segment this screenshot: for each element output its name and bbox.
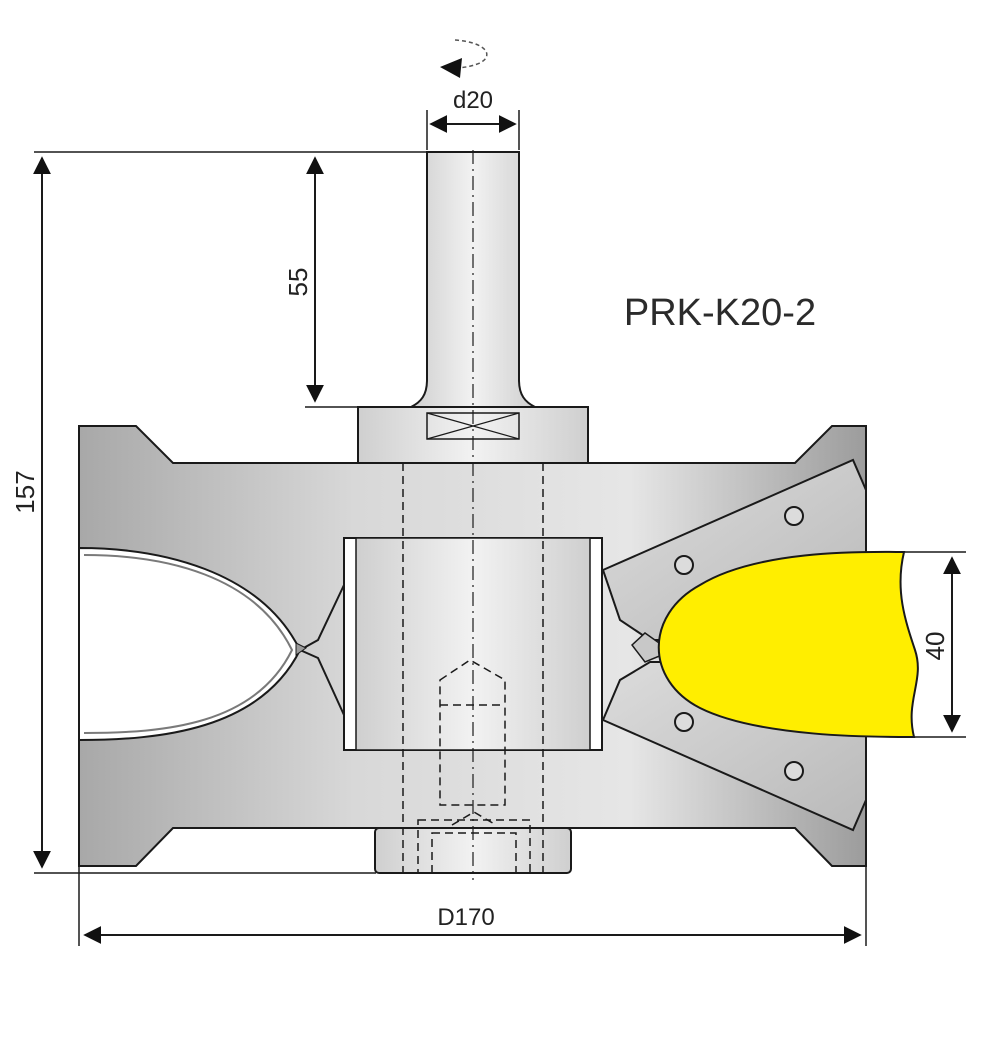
shank-collar: [357, 406, 589, 464]
profile-height-label: 40: [920, 632, 950, 661]
shank-length-label: 55: [283, 268, 313, 297]
left-profile-cut: [78, 546, 345, 742]
workpiece-profile: [657, 550, 919, 739]
shank: [410, 151, 536, 408]
knife-screw-hole: [674, 712, 694, 732]
shank-diameter-label: d20: [453, 87, 493, 114]
model-title: PRK-K20-2: [624, 292, 816, 334]
knife-screw-hole: [784, 761, 804, 781]
knife-screw-hole: [784, 506, 804, 526]
knife-screw-hole: [674, 555, 694, 575]
rotation-arrow-icon: [440, 39, 488, 78]
total-height-label: 157: [10, 470, 40, 513]
dimension-lines: [33, 110, 966, 946]
cutter-diameter-label: D170: [437, 904, 494, 931]
hidden-lines: [402, 463, 544, 874]
